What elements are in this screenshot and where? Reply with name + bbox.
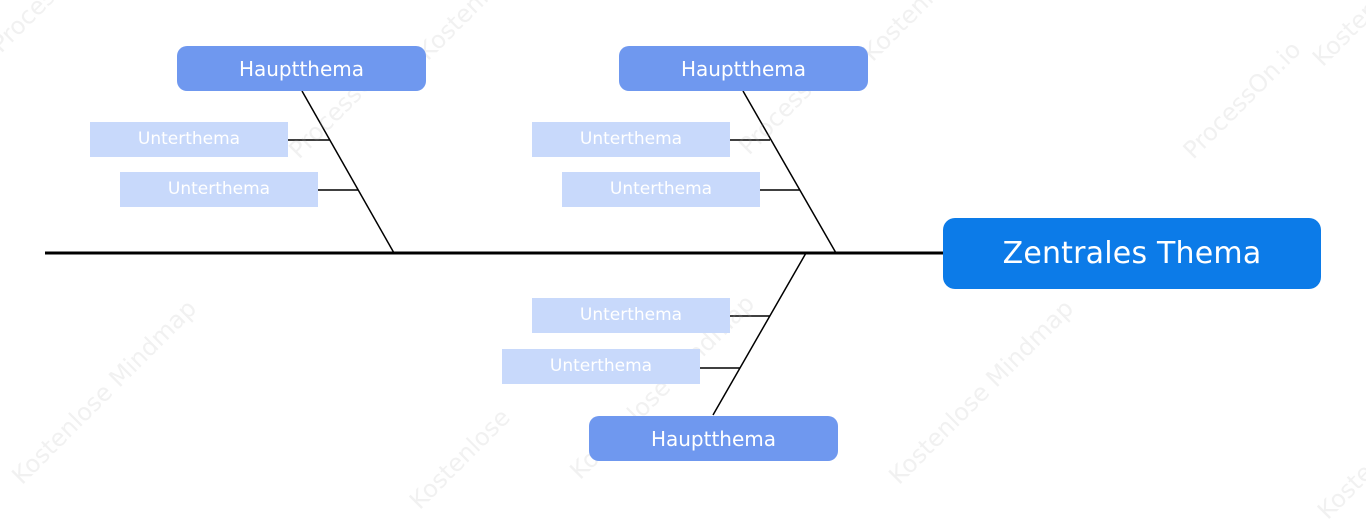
subtopic-top-left-1[interactable]: Unterthema xyxy=(90,122,288,157)
branch-line-top-right xyxy=(742,90,837,254)
branch-line-bottom xyxy=(712,252,807,416)
main-topic-top-right[interactable]: Hauptthema xyxy=(619,46,868,91)
subtopic-bottom-1[interactable]: Unterthema xyxy=(532,298,730,333)
subtopic-top-right-2[interactable]: Unterthema xyxy=(562,172,760,207)
subtopic-top-left-2[interactable]: Unterthema xyxy=(120,172,318,207)
main-topic-bottom[interactable]: Hauptthema xyxy=(589,416,838,461)
subtopic-bottom-2[interactable]: Unterthema xyxy=(502,349,700,384)
branch-line-top-left xyxy=(301,90,395,254)
central-topic-node[interactable]: Zentrales Thema xyxy=(943,218,1321,289)
main-topic-top-left[interactable]: Hauptthema xyxy=(177,46,426,91)
subtopic-top-right-1[interactable]: Unterthema xyxy=(532,122,730,157)
